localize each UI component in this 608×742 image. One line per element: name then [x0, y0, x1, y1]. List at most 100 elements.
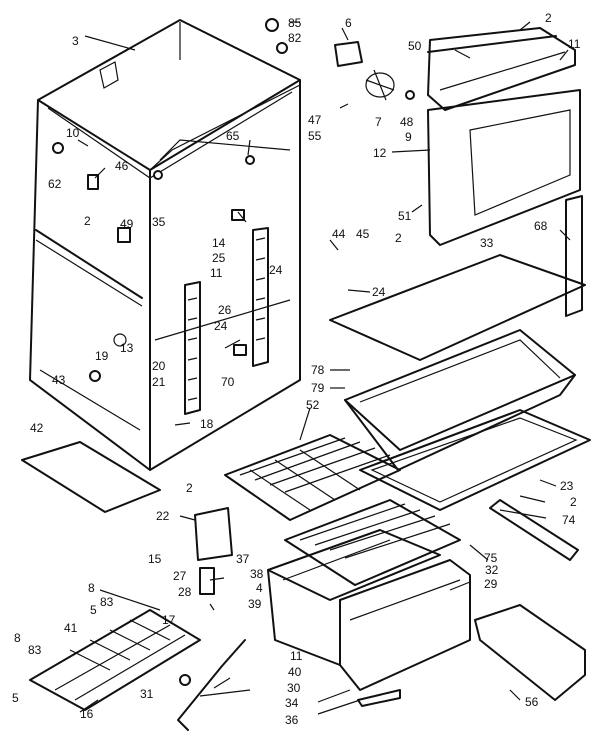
drain-tube — [177, 639, 246, 731]
callout-35: 35 — [152, 215, 166, 229]
callout-4: 4 — [256, 581, 263, 595]
callout-56: 56 — [525, 695, 539, 709]
callout-31: 31 — [140, 687, 154, 701]
callout-74: 74 — [562, 513, 576, 527]
callout-12: 12 — [373, 146, 387, 160]
callout-16: 16 — [80, 707, 94, 721]
callout-21: 21 — [152, 375, 166, 389]
callout-24: 24 — [269, 263, 283, 277]
drawer-upper — [267, 529, 441, 666]
callout-41: 41 — [64, 621, 78, 635]
fan-motor — [334, 41, 363, 67]
callout-25: 25 — [212, 251, 226, 265]
crisper-pan — [344, 329, 576, 471]
callout-62: 62 — [48, 177, 62, 191]
hinge-part — [87, 174, 99, 190]
crisper-cover-frame — [359, 409, 591, 511]
callout-14: 14 — [212, 236, 226, 250]
callout-7: 7 — [375, 115, 382, 129]
callout-15: 15 — [148, 552, 162, 566]
callout-2: 2 — [84, 214, 91, 228]
shelf-glass — [329, 254, 586, 361]
callout-8: 8 — [88, 581, 95, 595]
bottom-bin — [474, 604, 586, 701]
drawer-lower — [339, 559, 471, 691]
callout-85: 85 — [288, 16, 302, 30]
callout-22: 22 — [156, 509, 170, 523]
fan-blade — [365, 72, 395, 98]
fan-assembly — [265, 18, 581, 246]
callout-2: 2 — [186, 481, 193, 495]
callout-10: 10 — [66, 126, 80, 140]
callout-32: 32 — [485, 563, 499, 577]
callout-33: 33 — [480, 236, 494, 250]
callout-5: 5 — [12, 691, 19, 705]
cabinet-shell — [29, 19, 301, 471]
callout-45: 45 — [356, 227, 370, 241]
callout-78: 78 — [311, 363, 325, 377]
callout-34: 34 — [285, 696, 299, 710]
callout-52: 52 — [306, 398, 320, 412]
bottom-tray — [21, 441, 161, 513]
wire-shelf-upper — [224, 434, 401, 521]
callout-44: 44 — [332, 227, 346, 241]
callout-11: 11 — [210, 266, 223, 280]
rail-brackets — [52, 142, 583, 415]
callout-83: 83 — [28, 643, 42, 657]
callout-43: 43 — [52, 373, 66, 387]
callout-36: 36 — [285, 713, 299, 727]
callout-49: 49 — [120, 217, 134, 231]
callout-82: 82 — [288, 31, 302, 45]
callout-9: 9 — [405, 130, 412, 144]
ice-tray — [29, 609, 201, 711]
shelf-rail-right — [489, 499, 579, 561]
callout-28: 28 — [178, 585, 192, 599]
callout-20: 20 — [152, 359, 166, 373]
callout-19: 19 — [95, 349, 109, 363]
callout-48: 48 — [400, 115, 414, 129]
callout-2: 2 — [545, 11, 552, 25]
callout-labels: 85 6 2 3 82 50 11 47 55 7 48 9 10 65 12 … — [12, 11, 581, 727]
callout-23: 23 — [560, 479, 574, 493]
callout-38: 38 — [250, 567, 264, 581]
callout-3: 3 — [72, 34, 79, 48]
callout-79: 79 — [311, 381, 325, 395]
callout-51: 51 — [398, 209, 412, 223]
wire-shelf-lower — [284, 499, 461, 586]
callout-24: 24 — [214, 319, 228, 333]
callout-2: 2 — [395, 231, 402, 245]
callout-29: 29 — [484, 577, 498, 591]
callout-6: 6 — [345, 16, 352, 30]
callout-70: 70 — [221, 375, 235, 389]
callout-30: 30 — [287, 681, 301, 695]
callout-50: 50 — [408, 39, 422, 53]
evaporator-cover — [427, 89, 581, 246]
callout-68: 68 — [534, 219, 548, 233]
l-bracket — [357, 689, 401, 707]
callout-11: 11 — [568, 37, 581, 51]
callout-46: 46 — [115, 159, 129, 173]
callout-24: 24 — [372, 285, 386, 299]
leader-lines — [77, 21, 571, 715]
control-housing — [194, 507, 233, 595]
callout-17: 17 — [162, 613, 176, 627]
callout-13: 13 — [120, 341, 134, 355]
callout-83: 83 — [100, 595, 114, 609]
callout-75: 75 — [484, 551, 498, 565]
callout-18: 18 — [200, 417, 214, 431]
callout-26: 26 — [218, 303, 232, 317]
callout-55: 55 — [308, 129, 322, 143]
callout-11: 11 — [290, 649, 303, 663]
callout-8: 8 — [14, 631, 21, 645]
callout-40: 40 — [288, 665, 302, 679]
callout-39: 39 — [248, 597, 262, 611]
callout-65: 65 — [226, 129, 240, 143]
callout-27: 27 — [173, 569, 187, 583]
callout-42: 42 — [30, 421, 44, 435]
callout-2: 2 — [570, 495, 577, 509]
callout-47: 47 — [308, 113, 322, 127]
callout-5: 5 — [90, 603, 97, 617]
callout-37: 37 — [236, 552, 250, 566]
